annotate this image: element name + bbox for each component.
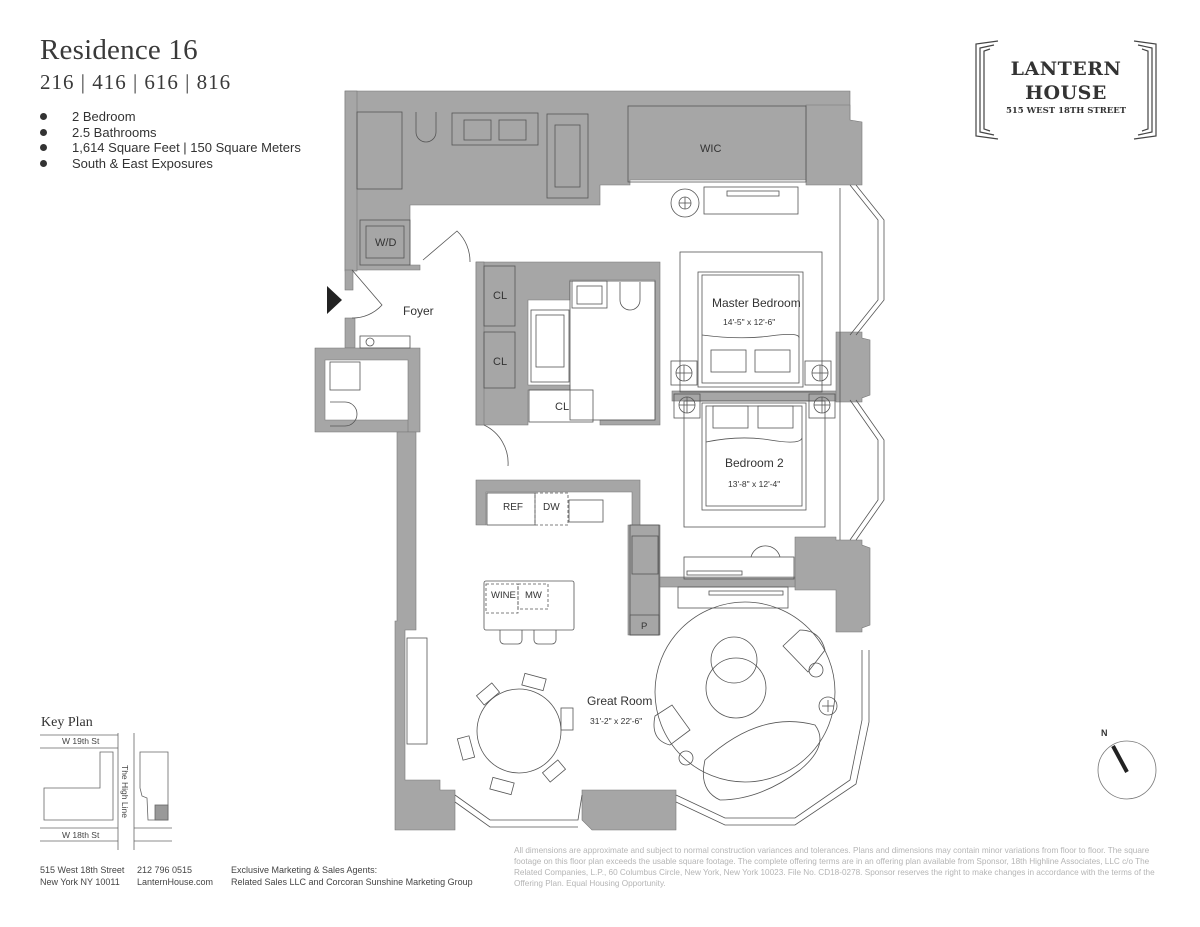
agents-label: Exclusive Marketing & Sales Agents: bbox=[231, 865, 378, 875]
logo-text-lantern: LANTERN bbox=[1010, 58, 1122, 80]
dims-great-room: 31'-2" x 22'-6" bbox=[590, 716, 642, 726]
dims-bedroom-2: 13'-8" x 12'-4" bbox=[728, 479, 780, 489]
footer-agents: Exclusive Marketing & Sales Agents: Rela… bbox=[231, 864, 473, 888]
key-plan-map bbox=[40, 733, 172, 850]
label-dishwasher: DW bbox=[543, 502, 560, 513]
label-closet-3: CL bbox=[555, 401, 569, 413]
logo-text-address: 515 WEST 18TH STREET bbox=[1005, 106, 1127, 116]
label-bedroom-2: Bedroom 2 bbox=[725, 456, 784, 470]
key-plan-street-north: W 19th St bbox=[62, 736, 100, 746]
label-master-bedroom: Master Bedroom bbox=[712, 296, 801, 310]
agents-names: Related Sales LLC and Corcoran Sunshine … bbox=[231, 877, 473, 887]
label-closet-1: CL bbox=[493, 290, 507, 302]
label-refrigerator: REF bbox=[503, 502, 523, 513]
label-wd: W/D bbox=[375, 237, 396, 249]
feature-bathrooms: 2.5 Bathrooms bbox=[40, 125, 301, 141]
label-great-room: Great Room bbox=[587, 694, 652, 708]
feature-area: 1,614 Square Feet | 150 Square Meters bbox=[40, 140, 301, 156]
key-plan-high-line: The High Line bbox=[120, 765, 130, 818]
key-plan-title: Key Plan bbox=[41, 715, 93, 730]
label-closet-2: CL bbox=[493, 356, 507, 368]
logo-bracket-icon bbox=[975, 40, 1157, 140]
label-pantry: P bbox=[641, 621, 647, 632]
address-street: 515 West 18th Street bbox=[40, 865, 125, 875]
footer-address: 515 West 18th Street New York NY 10011 bbox=[40, 864, 124, 888]
dims-master-bedroom: 14'-5" x 12'-6" bbox=[723, 317, 775, 327]
legal-disclaimer: All dimensions are approximate and subje… bbox=[514, 846, 1155, 888]
label-wic: WIC bbox=[700, 143, 721, 155]
website-link[interactable]: LanternHouse.com bbox=[137, 877, 214, 887]
label-microwave: MW bbox=[525, 590, 542, 601]
logo-text-house: HOUSE bbox=[1025, 82, 1107, 104]
key-plan-street-south: W 18th St bbox=[62, 830, 100, 840]
feature-exposures: South & East Exposures bbox=[40, 156, 301, 172]
unit-numbers: 216 | 416 | 616 | 816 bbox=[40, 70, 232, 94]
label-foyer: Foyer bbox=[403, 304, 434, 318]
feature-list: 2 Bedroom 2.5 Bathrooms 1,614 Square Fee… bbox=[40, 109, 301, 171]
address-city: New York NY 10011 bbox=[40, 877, 120, 887]
compass-north-label: N bbox=[1101, 728, 1108, 738]
compass-icon bbox=[1097, 740, 1157, 800]
lantern-house-logo: LANTERN HOUSE 515 WEST 18TH STREET bbox=[970, 38, 1162, 142]
feature-bedrooms: 2 Bedroom bbox=[40, 109, 301, 125]
phone-number[interactable]: 212 796 0515 bbox=[137, 865, 193, 875]
label-wine: WINE bbox=[491, 590, 516, 601]
footer-contact: 212 796 0515 LanternHouse.com bbox=[137, 864, 213, 888]
entry-arrow-icon bbox=[327, 286, 342, 314]
residence-title: Residence 16 bbox=[40, 34, 198, 66]
